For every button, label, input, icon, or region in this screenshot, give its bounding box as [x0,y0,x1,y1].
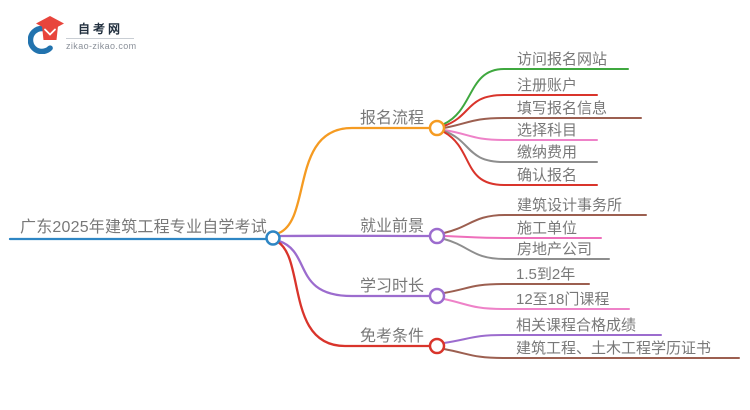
leaf-line-confirm [443,131,598,186]
branch-label-career-outlook[interactable]: 就业前景 [360,218,425,235]
leaf-line-fill-info [443,117,642,129]
leaf-line-construction-unit [443,235,602,239]
leaf-line-register-account [443,94,598,127]
leaf-label-passed-courses[interactable]: 相关课程合格成绩 [516,317,637,334]
logo-title: 自考网 [78,22,124,36]
leaf-label-degree-certificate[interactable]: 建筑工程、土木工程学历证书 [516,340,712,357]
leaf-label-design-firm[interactable]: 建筑设计事务所 [517,197,623,214]
leaf-line-pay-fee [443,130,598,163]
leaf-line-visit-site [443,68,629,125]
leaf-label-real-estate[interactable]: 房地产公司 [517,241,593,258]
branch-line-exemption [276,240,432,348]
leaf-line-years [443,283,590,294]
leaf-label-construction-unit[interactable]: 施工单位 [517,220,578,237]
branch-line-study-duration [277,239,432,298]
leaf-line-passed-courses [443,334,662,344]
root-node-handle[interactable] [265,230,281,246]
signup-process-node-handle[interactable] [428,119,446,137]
leaf-label-confirm[interactable]: 确认报名 [517,167,578,184]
leaf-line-real-estate [443,238,610,260]
branch-line-signup-process [277,126,432,235]
exemption-node-handle[interactable] [428,337,446,355]
site-logo: 自考网 zikao-zikao.com [28,10,158,60]
leaf-label-pay-fee[interactable]: 缴纳费用 [517,144,578,161]
leaf-line-design-firm [443,214,647,234]
leaf-line-degree-certificate [443,348,740,359]
branch-label-exemption[interactable]: 免考条件 [360,328,425,345]
branch-label-signup-process[interactable]: 报名流程 [360,110,425,127]
leaf-label-years[interactable]: 1.5到2年 [516,266,576,283]
root-topic-label[interactable]: 广东2025年建筑工程专业自学考试 [20,219,267,236]
logo-divider [66,38,134,39]
leaf-line-choose-subjects [443,129,598,141]
leaf-label-choose-subjects[interactable]: 选择科目 [517,122,578,139]
leaf-label-visit-site[interactable]: 访问报名网站 [517,51,608,68]
leaf-label-courses[interactable]: 12至18门课程 [516,291,610,308]
leaf-label-fill-info[interactable]: 填写报名信息 [517,100,608,117]
study-duration-node-handle[interactable] [428,287,446,305]
leaf-label-register-account[interactable]: 注册账户 [517,77,578,94]
logo-cap-fold-line [44,28,56,36]
graduation-cap-icon [28,16,64,54]
branch-label-study-duration[interactable]: 学习时长 [360,278,425,295]
logo-domain-text: zikao-zikao.com [66,41,137,51]
career-outlook-node-handle[interactable] [428,227,446,245]
leaf-line-courses [443,298,630,310]
